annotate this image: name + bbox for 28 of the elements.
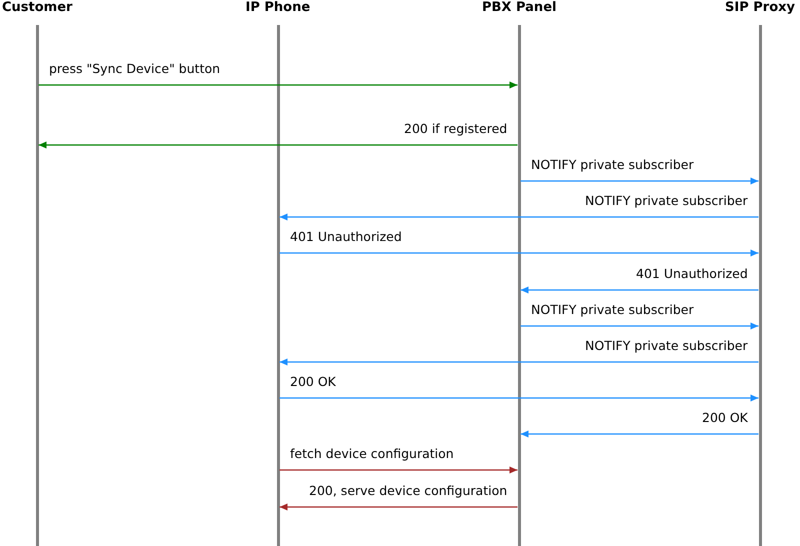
arrow xyxy=(38,142,518,148)
participant-label: SIP Proxy xyxy=(725,0,795,16)
edge-label: NOTIFY private subscriber xyxy=(530,302,695,317)
participant-label: Customer xyxy=(2,0,72,16)
edge-label: 401 Unauthorized xyxy=(635,266,749,281)
arrow xyxy=(38,82,518,88)
participant-label: PBX Panel xyxy=(482,0,556,16)
edge-label: 401 Unauthorized xyxy=(289,229,403,244)
arrow xyxy=(520,286,758,294)
arrow xyxy=(280,214,758,220)
edge-label: NOTIFY private subscriber xyxy=(584,193,749,208)
edge-label: 200 OK xyxy=(701,410,749,425)
arrow xyxy=(280,358,758,366)
edge-label: 200, serve device configuration xyxy=(308,483,508,498)
arrow xyxy=(280,466,518,474)
arrow xyxy=(280,504,518,510)
arrow xyxy=(520,178,758,184)
arrow xyxy=(280,394,758,402)
arrow xyxy=(520,430,758,438)
edge-label: 200 OK xyxy=(289,374,337,389)
edge-label: NOTIFY private subscriber xyxy=(584,338,749,353)
edge-label: NOTIFY private subscriber xyxy=(530,157,695,172)
arrow xyxy=(280,250,758,256)
arrow xyxy=(520,322,758,330)
edge-label: press "Sync Device" button xyxy=(48,61,222,76)
participant-label: IP Phone xyxy=(246,0,310,16)
edge-label: fetch device configuration xyxy=(289,446,455,461)
edge-label: 200 if registered xyxy=(403,121,508,136)
